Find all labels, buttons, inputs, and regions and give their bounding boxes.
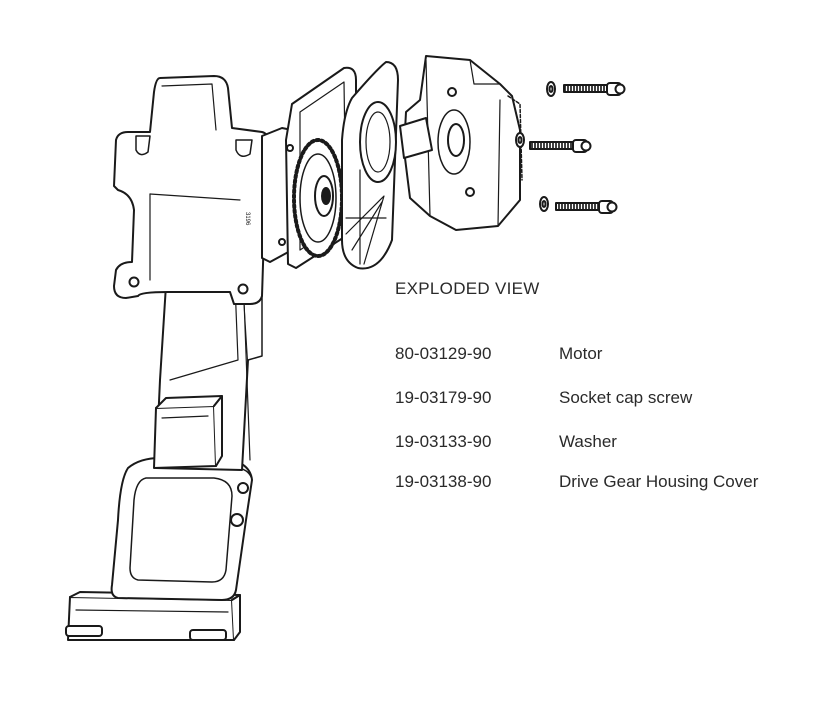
lower-hinge xyxy=(110,457,253,601)
part-number: 19-03133-90 xyxy=(395,432,492,451)
part-description: Motor xyxy=(559,344,603,363)
screw-2 xyxy=(529,139,592,153)
gear-housing xyxy=(261,66,357,269)
part-description: Drive Gear Housing Cover xyxy=(559,472,759,491)
screw-1 xyxy=(563,82,626,96)
part-number: 80-03129-90 xyxy=(395,344,492,363)
mounting-bracket xyxy=(113,75,270,305)
arm-sleeve xyxy=(153,395,223,469)
view-title: EXPLODED VIEW xyxy=(395,279,540,298)
washer-3 xyxy=(539,196,549,212)
screw-3 xyxy=(555,200,618,214)
part-description: Washer xyxy=(559,432,617,451)
motor xyxy=(399,55,523,231)
gear-wheel xyxy=(341,61,399,270)
part-number: 19-03179-90 xyxy=(395,388,492,407)
part-number: 19-03138-90 xyxy=(395,472,492,491)
part-description: Socket cap screw xyxy=(559,388,693,407)
base-foot xyxy=(65,591,241,641)
washer-2 xyxy=(515,132,525,148)
washer-1 xyxy=(546,81,556,97)
arm-marking: 3196 xyxy=(244,212,250,226)
